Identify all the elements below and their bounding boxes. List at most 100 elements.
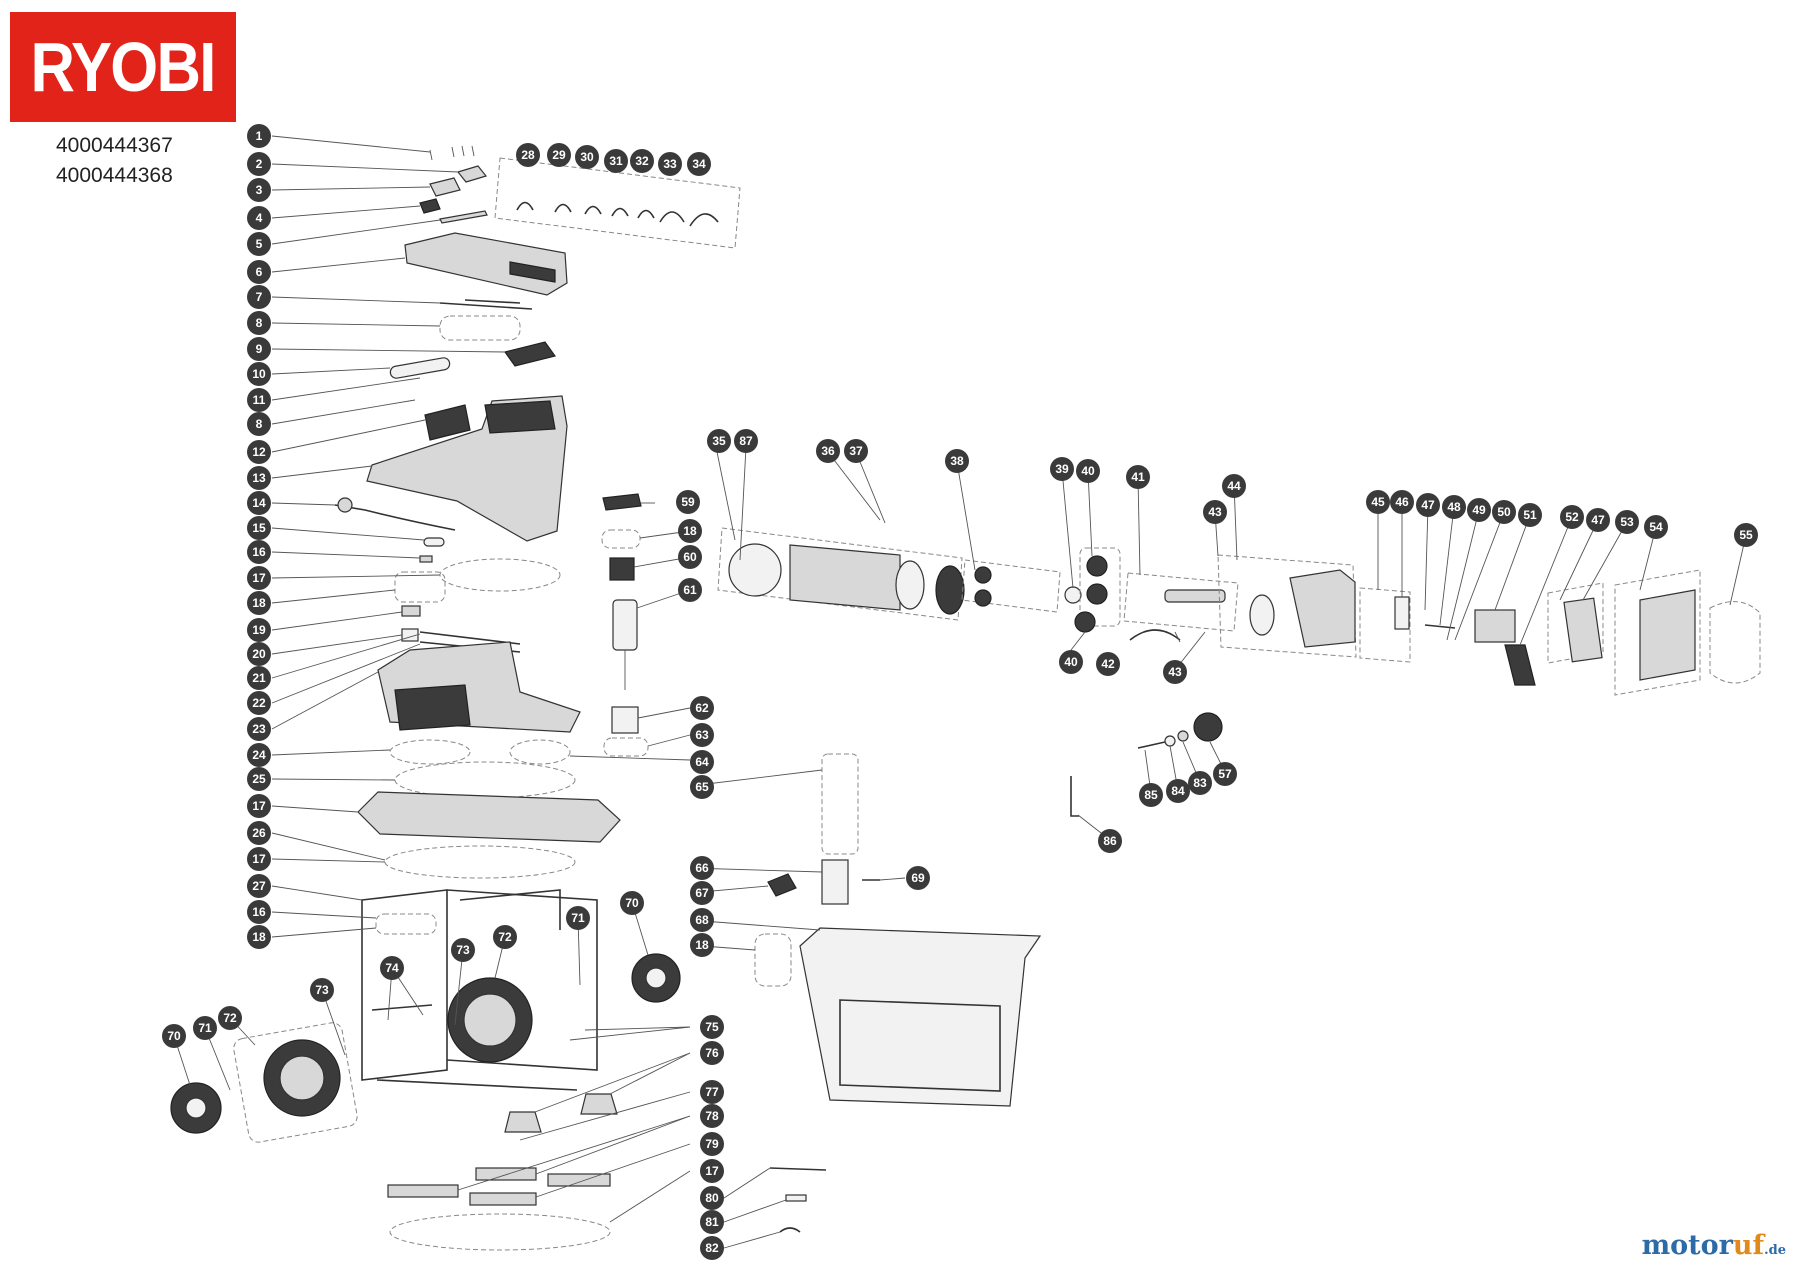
washer-84 [1164, 735, 1176, 747]
holder-62 [611, 706, 639, 734]
callout-number: 2 [256, 157, 263, 171]
cable-14 [334, 504, 456, 531]
callout-circle [1416, 493, 1440, 517]
callout-c64: 64 [690, 750, 714, 774]
callout-number: 71 [198, 1021, 212, 1035]
callout-circle [247, 491, 271, 515]
plug-14 [337, 497, 353, 513]
screw-group-17b [394, 761, 576, 799]
callout-circle [690, 856, 714, 880]
bolt-85 [1137, 741, 1166, 749]
gear-40a [1086, 555, 1108, 577]
wire-28 [516, 201, 534, 211]
wire-34 [689, 213, 719, 227]
callout-circle [707, 429, 731, 453]
wire-33 [659, 211, 685, 223]
callout-circle [247, 566, 271, 590]
wheel-72a-hub [279, 1055, 325, 1101]
callout-c70b: 70 [620, 891, 644, 915]
callout-circle [547, 143, 571, 167]
callout-number: 40 [1081, 464, 1095, 478]
callout-c66: 66 [690, 856, 714, 880]
callout-c81: 81 [700, 1210, 724, 1234]
callout-number: 25 [252, 772, 266, 786]
ryobi-logo: RYOBI [10, 12, 236, 122]
callout-circle [1734, 523, 1758, 547]
nut-83 [1177, 730, 1189, 742]
tube-10 [389, 357, 451, 379]
lower-housing-grille [394, 684, 471, 731]
callout-c38: 38 [945, 449, 969, 473]
callout-circle [247, 152, 271, 176]
callout-c12: 12 [247, 440, 271, 464]
callout-number: 55 [1739, 528, 1753, 542]
callout-circle [1467, 498, 1491, 522]
callout-c41: 41 [1126, 465, 1150, 489]
callout-number: 17 [252, 799, 266, 813]
screw-group-18c [601, 529, 641, 549]
plate-46 [1394, 596, 1410, 630]
callout-circle [575, 145, 599, 169]
callout-number: 7 [256, 290, 263, 304]
capacitor-61 [612, 599, 638, 651]
callout-number: 78 [705, 1109, 719, 1123]
callout-number: 66 [695, 861, 709, 875]
callout-c55: 55 [1734, 523, 1758, 547]
callout-circle [247, 516, 271, 540]
callout-circle [1163, 660, 1187, 684]
callout-number: 76 [705, 1046, 719, 1060]
callout-c37: 37 [844, 439, 868, 463]
callout-number: 64 [695, 755, 709, 769]
callout-number: 84 [1171, 784, 1185, 798]
callout-c47a: 47 [1416, 493, 1440, 517]
callout-number: 27 [252, 879, 266, 893]
callout-circle [1518, 503, 1542, 527]
callout-bubbles: 1234567891011812131415161718192021222324… [162, 124, 1758, 1260]
callout-number: 69 [911, 871, 925, 885]
callout-c54: 54 [1644, 515, 1668, 539]
callout-c4: 4 [247, 206, 271, 230]
callout-number: 73 [315, 983, 329, 997]
callout-circle [1615, 510, 1639, 534]
callout-circle [1366, 490, 1390, 514]
wire-group-28-34 [494, 157, 741, 249]
callout-circle [247, 311, 271, 335]
callout-number: 67 [695, 886, 709, 900]
brush-9 [503, 341, 557, 367]
callout-number: 48 [1447, 500, 1461, 514]
callout-number: 18 [252, 930, 266, 944]
callout-c7: 7 [247, 285, 271, 309]
model-number-2: 4000444368 [56, 164, 173, 187]
callout-circle [700, 1041, 724, 1065]
callout-circle [1222, 474, 1246, 498]
callout-c17d: 17 [700, 1159, 724, 1183]
callout-c43b: 43 [1163, 660, 1187, 684]
callout-circle [700, 1159, 724, 1183]
callout-number: 47 [1421, 498, 1435, 512]
callout-c27: 27 [247, 874, 271, 898]
callout-c31: 31 [604, 149, 628, 173]
wheel-72b-hub [463, 993, 517, 1047]
callout-c61: 61 [678, 578, 702, 602]
callout-circle [1096, 652, 1120, 676]
wire-31 [611, 207, 629, 217]
callout-c85: 85 [1139, 783, 1163, 807]
cutter-52 [1504, 644, 1536, 686]
callout-circle [247, 767, 271, 791]
callout-circle [678, 519, 702, 543]
callout-number: 50 [1497, 505, 1511, 519]
callout-circle [247, 925, 271, 949]
callout-circle [247, 124, 271, 148]
screws-1 [429, 145, 475, 161]
callout-number: 8 [256, 316, 263, 330]
callout-number: 44 [1227, 479, 1241, 493]
shaft-group-41 [1123, 572, 1239, 632]
callout-number: 17 [705, 1164, 719, 1178]
callout-circle [247, 285, 271, 309]
callout-c13: 13 [247, 466, 271, 490]
callout-c40a: 40 [1076, 459, 1100, 483]
callout-number: 4 [256, 211, 263, 225]
callout-c15: 15 [247, 516, 271, 540]
motor-group [717, 527, 963, 621]
part-16a [419, 555, 433, 563]
